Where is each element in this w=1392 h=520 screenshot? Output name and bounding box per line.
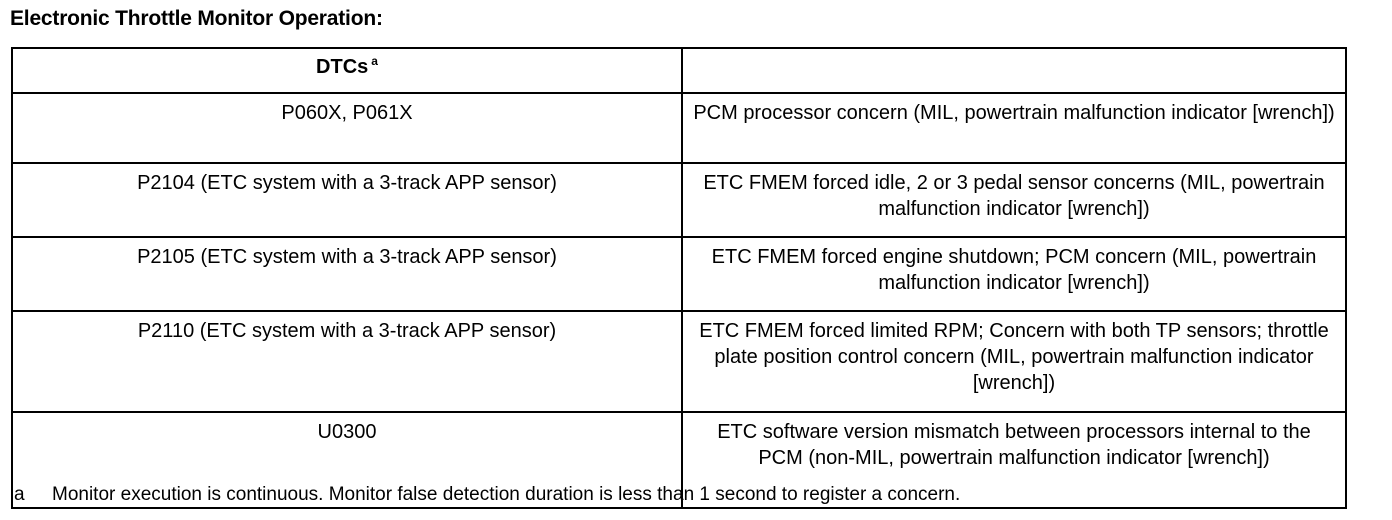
table-row: P2105 (ETC system with a 3-track APP sen… <box>11 236 1347 312</box>
cell-dtc-text: P060X, P061X <box>281 102 413 124</box>
cell-description-text: ETC FMEM forced idle, 2 or 3 pedal senso… <box>703 172 1325 220</box>
cell-dtc-text: P2105 (ETC system with a 3-track APP sen… <box>137 246 557 268</box>
cell-description: PCM processor concern (MIL, powertrain m… <box>681 92 1347 164</box>
page-title: Electronic Throttle Monitor Operation: <box>10 7 383 30</box>
cell-dtc-text: U0300 <box>317 421 377 443</box>
column-header-description <box>681 47 1347 94</box>
cell-dtc: P2105 (ETC system with a 3-track APP sen… <box>11 236 683 312</box>
cell-description: ETC FMEM forced idle, 2 or 3 pedal senso… <box>681 162 1347 238</box>
column-header-footnote-marker: a <box>371 54 378 69</box>
cell-description-text: PCM processor concern (MIL, powertrain m… <box>693 102 1335 124</box>
table-row: P060X, P061X PCM processor concern (MIL,… <box>11 92 1347 164</box>
cell-description: ETC software version mismatch between pr… <box>681 411 1347 509</box>
cell-dtc: U0300 <box>11 411 683 509</box>
column-header-dtcs-label: DTCs <box>316 56 369 78</box>
table-footnote: a Monitor execution is continuous. Monito… <box>14 483 960 507</box>
footnote-marker: a <box>14 484 25 505</box>
cell-dtc: P2104 (ETC system with a 3-track APP sen… <box>11 162 683 238</box>
table-row: P2104 (ETC system with a 3-track APP sen… <box>11 162 1347 238</box>
cell-dtc-text: P2104 (ETC system with a 3-track APP sen… <box>137 172 557 194</box>
cell-description: ETC FMEM forced limited RPM; Concern wit… <box>681 310 1347 413</box>
cell-description-text: ETC FMEM forced engine shutdown; PCM con… <box>711 246 1317 294</box>
cell-dtc: P060X, P061X <box>11 92 683 164</box>
table-row: P2110 (ETC system with a 3-track APP sen… <box>11 310 1347 413</box>
cell-description-text: ETC FMEM forced limited RPM; Concern wit… <box>699 320 1329 394</box>
table-row: U0300 ETC software version mismatch betw… <box>11 411 1347 509</box>
cell-dtc-text: P2110 (ETC system with a 3-track APP sen… <box>137 320 557 342</box>
footnote-text: Monitor execution is continuous. Monitor… <box>52 484 961 505</box>
cell-description: ETC FMEM forced engine shutdown; PCM con… <box>681 236 1347 312</box>
cell-description-text: ETC software version mismatch between pr… <box>717 421 1311 469</box>
cell-dtc: P2110 (ETC system with a 3-track APP sen… <box>11 310 683 413</box>
